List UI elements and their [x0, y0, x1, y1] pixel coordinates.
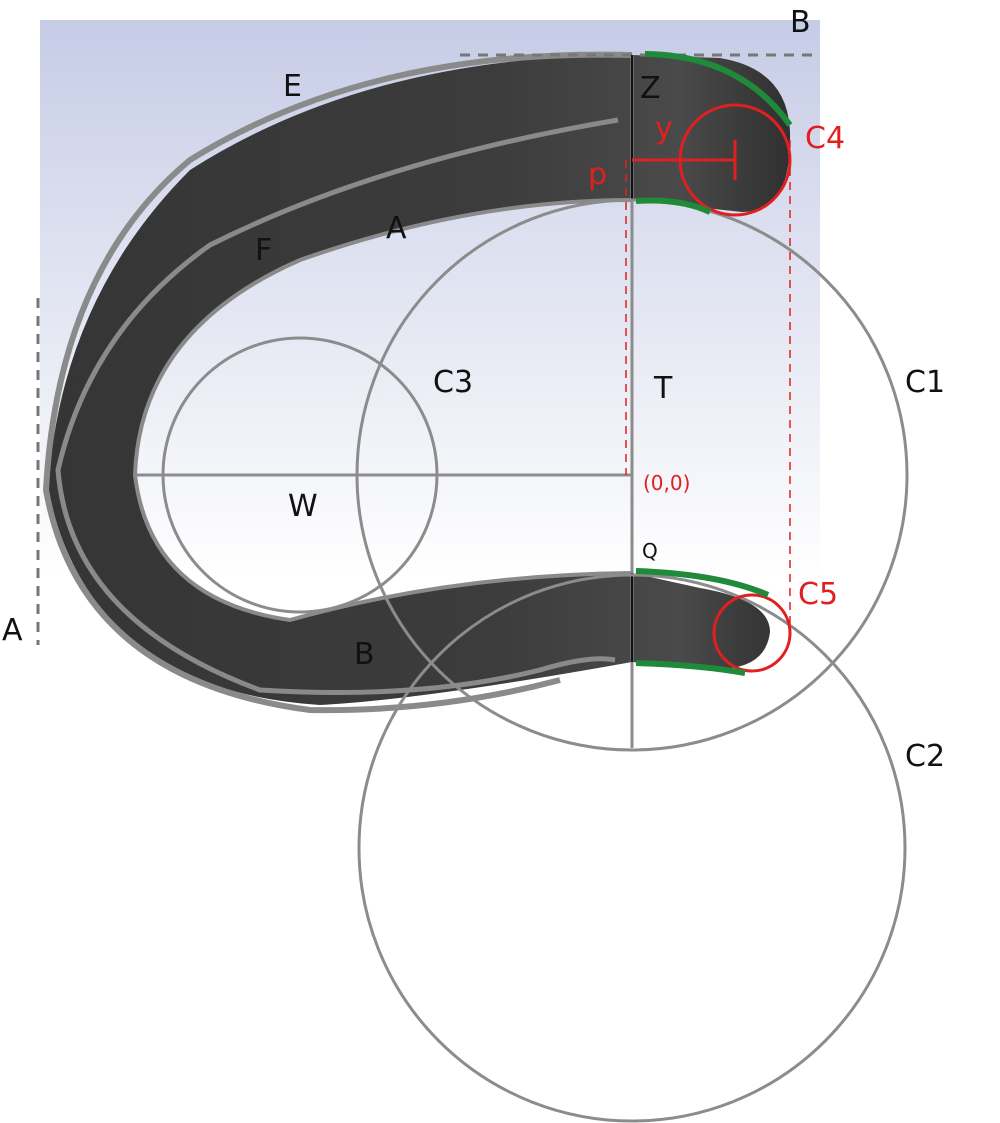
label-a-inner: A — [386, 211, 407, 246]
ply-line-f — [55, 117, 619, 695]
label-origin: (0,0) — [643, 471, 690, 495]
circle-c3 — [161, 336, 439, 614]
green-arc-top-outer — [644, 51, 793, 127]
label-b-top: B — [790, 5, 811, 40]
green-arc-bottom-lower — [635, 660, 746, 676]
label-c2: C2 — [905, 739, 945, 774]
label-c4: C4 — [805, 121, 845, 156]
label-w: W — [288, 489, 318, 524]
label-b-inner: B — [354, 637, 375, 672]
label-e: E — [283, 69, 302, 104]
label-q: Q — [642, 539, 658, 563]
tire-body — [48, 55, 791, 705]
label-a-side: A — [2, 613, 23, 648]
circle-c1 — [355, 198, 909, 752]
label-f: F — [255, 233, 272, 268]
green-arc-top-inner — [635, 197, 712, 215]
label-y: y — [655, 111, 673, 146]
label-z: Z — [640, 71, 661, 106]
circle-c2 — [357, 573, 907, 1123]
label-c1: C1 — [905, 365, 945, 400]
label-c5: C5 — [798, 577, 838, 612]
label-c3: C3 — [433, 365, 473, 400]
outer-edge-e — [42, 51, 633, 714]
label-t: T — [653, 371, 673, 406]
green-arc-bottom-upper — [635, 568, 770, 598]
label-p: p — [588, 157, 607, 192]
